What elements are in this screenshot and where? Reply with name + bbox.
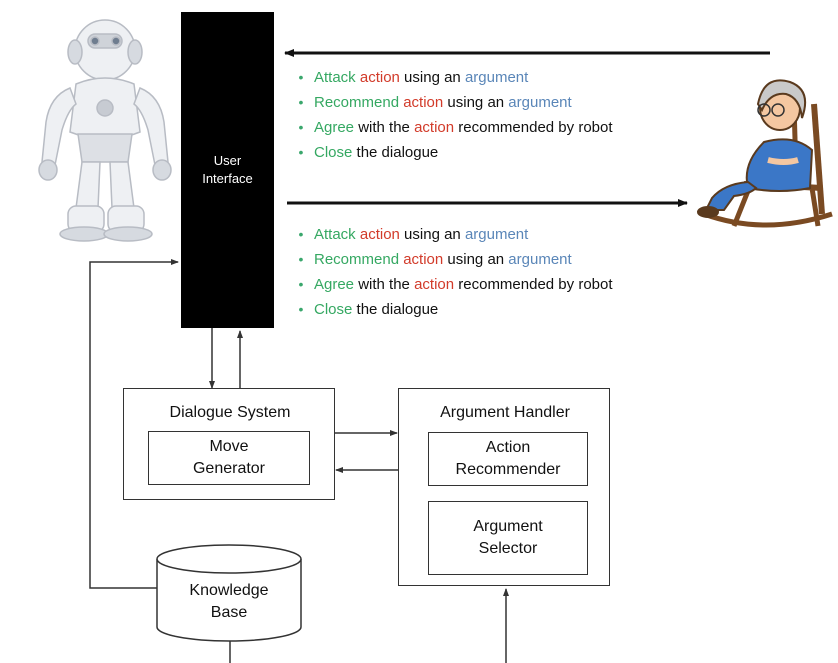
argument-selector-label-line2: Selector xyxy=(478,540,538,557)
action-recommender-label-line2: Recommender xyxy=(455,461,561,478)
action-word: action xyxy=(403,94,444,111)
bullet-icon: • xyxy=(298,276,304,292)
move-word: Close xyxy=(314,301,353,318)
robot-moves-list: • Attack action using an argument • Recomm… xyxy=(288,222,613,322)
knowledge-base-label-line1: Knowledge xyxy=(189,582,269,599)
argument-selector-label-line1: Argument xyxy=(473,518,543,535)
argument-word: argument xyxy=(464,69,529,86)
move-word: Recommend xyxy=(314,94,400,111)
user-moves-list: • Attack action using an argument • Recomm… xyxy=(288,65,613,165)
list-item: • Close the dialogue xyxy=(288,140,613,165)
elderly-user-icon xyxy=(697,79,833,228)
robot-icon xyxy=(38,19,172,242)
list-item: • Attack action using an argument xyxy=(288,222,613,247)
action-word: action xyxy=(414,119,455,136)
move-generator-label-line1: Move xyxy=(209,438,249,455)
arrow-knowledge-base-to-interface xyxy=(89,259,179,589)
move-word: Agree xyxy=(314,119,355,136)
knowledge-base-label-line2: Base xyxy=(210,604,248,621)
move-word: Close xyxy=(314,144,353,161)
argument-handler-box: Argument Handler Action Recommender Argu… xyxy=(398,388,610,586)
move-text: using an xyxy=(399,226,465,243)
bullet-icon: • xyxy=(298,251,304,267)
move-word: Attack xyxy=(314,226,356,243)
move-text: the dialogue xyxy=(352,301,439,318)
knowledge-base-label: Knowledge Base xyxy=(155,575,303,629)
move-text: with the xyxy=(354,276,415,293)
action-word: action xyxy=(359,226,400,243)
bullet-icon: • xyxy=(298,301,304,317)
bullet-icon: • xyxy=(298,144,304,160)
bullet-icon: • xyxy=(298,94,304,110)
bullet-icon: • xyxy=(298,69,304,85)
dialogue-system-box: Dialogue System Move Generator xyxy=(123,388,335,500)
move-word: Recommend xyxy=(314,251,400,268)
move-text: using an xyxy=(443,94,509,111)
user-interface-box: User Interface xyxy=(181,12,274,328)
move-text: with the xyxy=(354,119,415,136)
list-item: • Recommend action using an argument xyxy=(288,247,613,272)
dialogue-system-title: Dialogue System xyxy=(169,404,291,421)
argument-selector-box: Argument Selector xyxy=(428,501,588,575)
move-word: Attack xyxy=(314,69,356,86)
action-word: action xyxy=(414,276,455,293)
move-text: recommended by robot xyxy=(454,276,613,293)
argument-handler-title: Argument Handler xyxy=(440,404,570,421)
bullet-icon: • xyxy=(298,226,304,242)
action-word: action xyxy=(403,251,444,268)
argument-word: argument xyxy=(508,251,572,268)
argument-word: argument xyxy=(508,94,572,111)
action-recommender-label-line1: Action xyxy=(485,439,531,456)
move-text: using an xyxy=(443,251,509,268)
list-item: • Attack action using an argument xyxy=(288,65,613,90)
move-generator-label-line2: Generator xyxy=(192,460,266,477)
list-item: • Agree with the action recommended by ro… xyxy=(288,272,613,297)
move-word: Agree xyxy=(314,276,355,293)
list-item: • Recommend action using an argument xyxy=(288,90,613,115)
user-interface-label-line1: User xyxy=(213,153,242,168)
list-item: • Close the dialogue xyxy=(288,297,613,322)
user-interface-label-line2: Interface xyxy=(202,171,253,186)
move-text: using an xyxy=(399,69,465,86)
bullet-icon: • xyxy=(298,119,304,135)
argument-word: argument xyxy=(464,226,529,243)
knowledge-base-cylinder xyxy=(156,544,302,642)
action-word: action xyxy=(359,69,400,86)
move-text: the dialogue xyxy=(352,144,439,161)
move-generator-box: Move Generator xyxy=(148,431,310,485)
move-text: recommended by robot xyxy=(454,119,613,136)
action-recommender-box: Action Recommender xyxy=(428,432,588,486)
list-item: • Agree with the action recommended by ro… xyxy=(288,115,613,140)
